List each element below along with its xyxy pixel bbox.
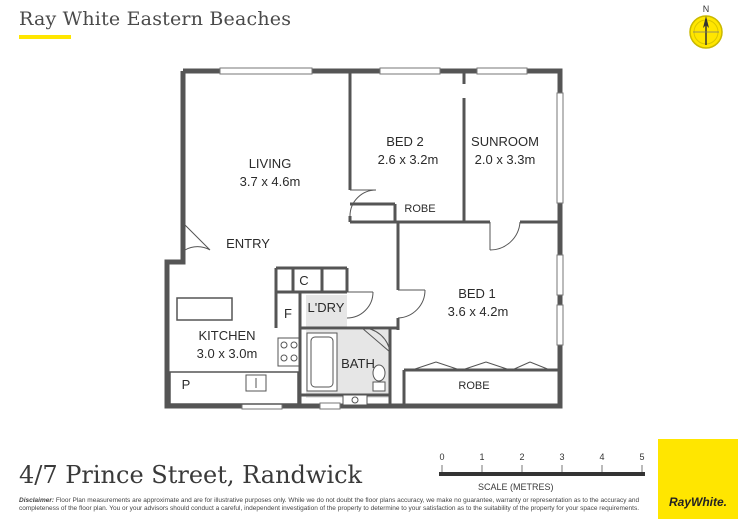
windows — [219, 67, 564, 410]
scale-tick-label: 2 — [519, 452, 524, 462]
disclaimer-text: Floor Plan measurements are approximate … — [19, 497, 640, 512]
property-address: 4/7 Prince Street, Randwick — [19, 461, 363, 489]
agency-name: Ray White Eastern Beaches — [19, 8, 292, 30]
basin-icon — [342, 394, 368, 406]
scale-bar: 0 1 2 3 4 5 — [439, 452, 645, 476]
cupboard-label: C — [299, 273, 308, 288]
scale-tick-label: 0 — [439, 452, 444, 462]
robe-top-label: ROBE — [404, 203, 435, 215]
scale-tick-label: 3 — [559, 452, 564, 462]
stove-icon — [277, 337, 301, 367]
scale-title: SCALE (METRES) — [478, 482, 554, 492]
living-label: LIVING — [249, 156, 292, 171]
bed2-dims: 2.6 x 3.2m — [378, 152, 439, 167]
disclaimer-label: Disclaimer: — [19, 497, 55, 504]
robe-doors — [411, 361, 551, 371]
bed1-label: BED 1 — [458, 286, 496, 301]
compass-north-label: N — [703, 4, 710, 14]
sunroom-dims: 2.0 x 3.3m — [475, 152, 536, 167]
kitchen-bench — [169, 297, 299, 405]
laundry-label: L'DRY — [308, 300, 345, 315]
bath-label: BATH — [341, 356, 375, 371]
compass-icon: N — [689, 4, 723, 49]
sunroom-label: SUNROOM — [471, 134, 539, 149]
bed2-label: BED 2 — [386, 134, 424, 149]
living-dims: 3.7 x 4.6m — [240, 174, 301, 189]
floor-plan: LIVING 3.7 x 4.6m BED 2 2.6 x 3.2m SUNRO… — [164, 67, 564, 410]
fridge-label: F — [284, 306, 292, 321]
entry-label: ENTRY — [226, 236, 270, 251]
kitchen-dims: 3.0 x 3.0m — [197, 346, 258, 361]
pantry-label: P — [182, 377, 191, 392]
kitchen-label: KITCHEN — [198, 328, 255, 343]
robe-bottom-label: ROBE — [458, 380, 489, 392]
disclaimer: Disclaimer: Floor Plan measurements are … — [19, 497, 647, 513]
scale-tick-label: 4 — [599, 452, 604, 462]
brand-underline — [19, 35, 71, 39]
sink-icon — [245, 374, 267, 392]
bed1-dims: 3.6 x 4.2m — [448, 304, 509, 319]
bathtub-icon — [306, 332, 338, 392]
doors — [184, 189, 521, 353]
toilet-icon — [372, 364, 386, 392]
laundry-floor — [306, 295, 347, 327]
raywhite-logo: RayWhite. — [658, 439, 738, 519]
outer-walls — [164, 68, 563, 409]
scale-tick-label: 1 — [479, 452, 484, 462]
scale-tick-label: 5 — [639, 452, 644, 462]
raywhite-logo-text: RayWhite. — [668, 495, 727, 509]
